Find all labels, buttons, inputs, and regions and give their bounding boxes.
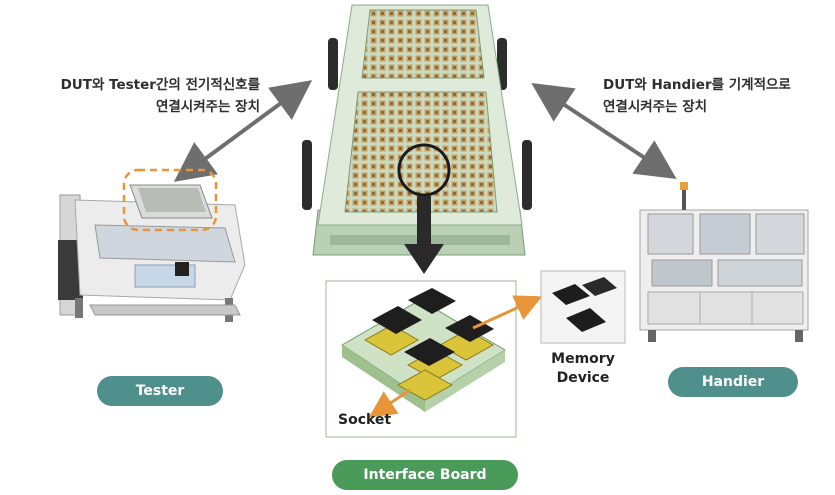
left-caption: DUT와 Tester간의 전기적신호를 연결시켜주는 장치 bbox=[30, 74, 260, 118]
left-caption-line2: 연결시켜주는 장치 bbox=[155, 99, 260, 115]
handler-image bbox=[639, 182, 809, 342]
memory-label-line2: Device bbox=[556, 370, 610, 386]
memory-device-image bbox=[540, 270, 626, 344]
tester-image bbox=[58, 168, 246, 322]
right-caption: DUT와 Handier를 기계적으로 연결시켜주는 장치 bbox=[603, 74, 833, 118]
handler-badge: Handier bbox=[668, 367, 798, 397]
interface-board-badge: Interface Board bbox=[332, 460, 518, 490]
left-double-arrow bbox=[173, 80, 313, 182]
interface-board-image bbox=[325, 280, 543, 438]
tester-badge: Tester bbox=[97, 376, 223, 406]
socket-label: Socket bbox=[338, 412, 392, 428]
right-double-arrow bbox=[531, 82, 677, 180]
right-caption-line1: DUT와 Handier를 기계적으로 bbox=[603, 77, 791, 93]
hifix-board-image bbox=[302, 4, 532, 274]
right-caption-line2: 연결시켜주는 장치 bbox=[603, 99, 708, 115]
left-caption-line1: DUT와 Tester간의 전기적신호를 bbox=[60, 77, 260, 93]
memory-device-label: Memory Device bbox=[541, 350, 625, 388]
memory-label-line1: Memory bbox=[551, 351, 615, 367]
